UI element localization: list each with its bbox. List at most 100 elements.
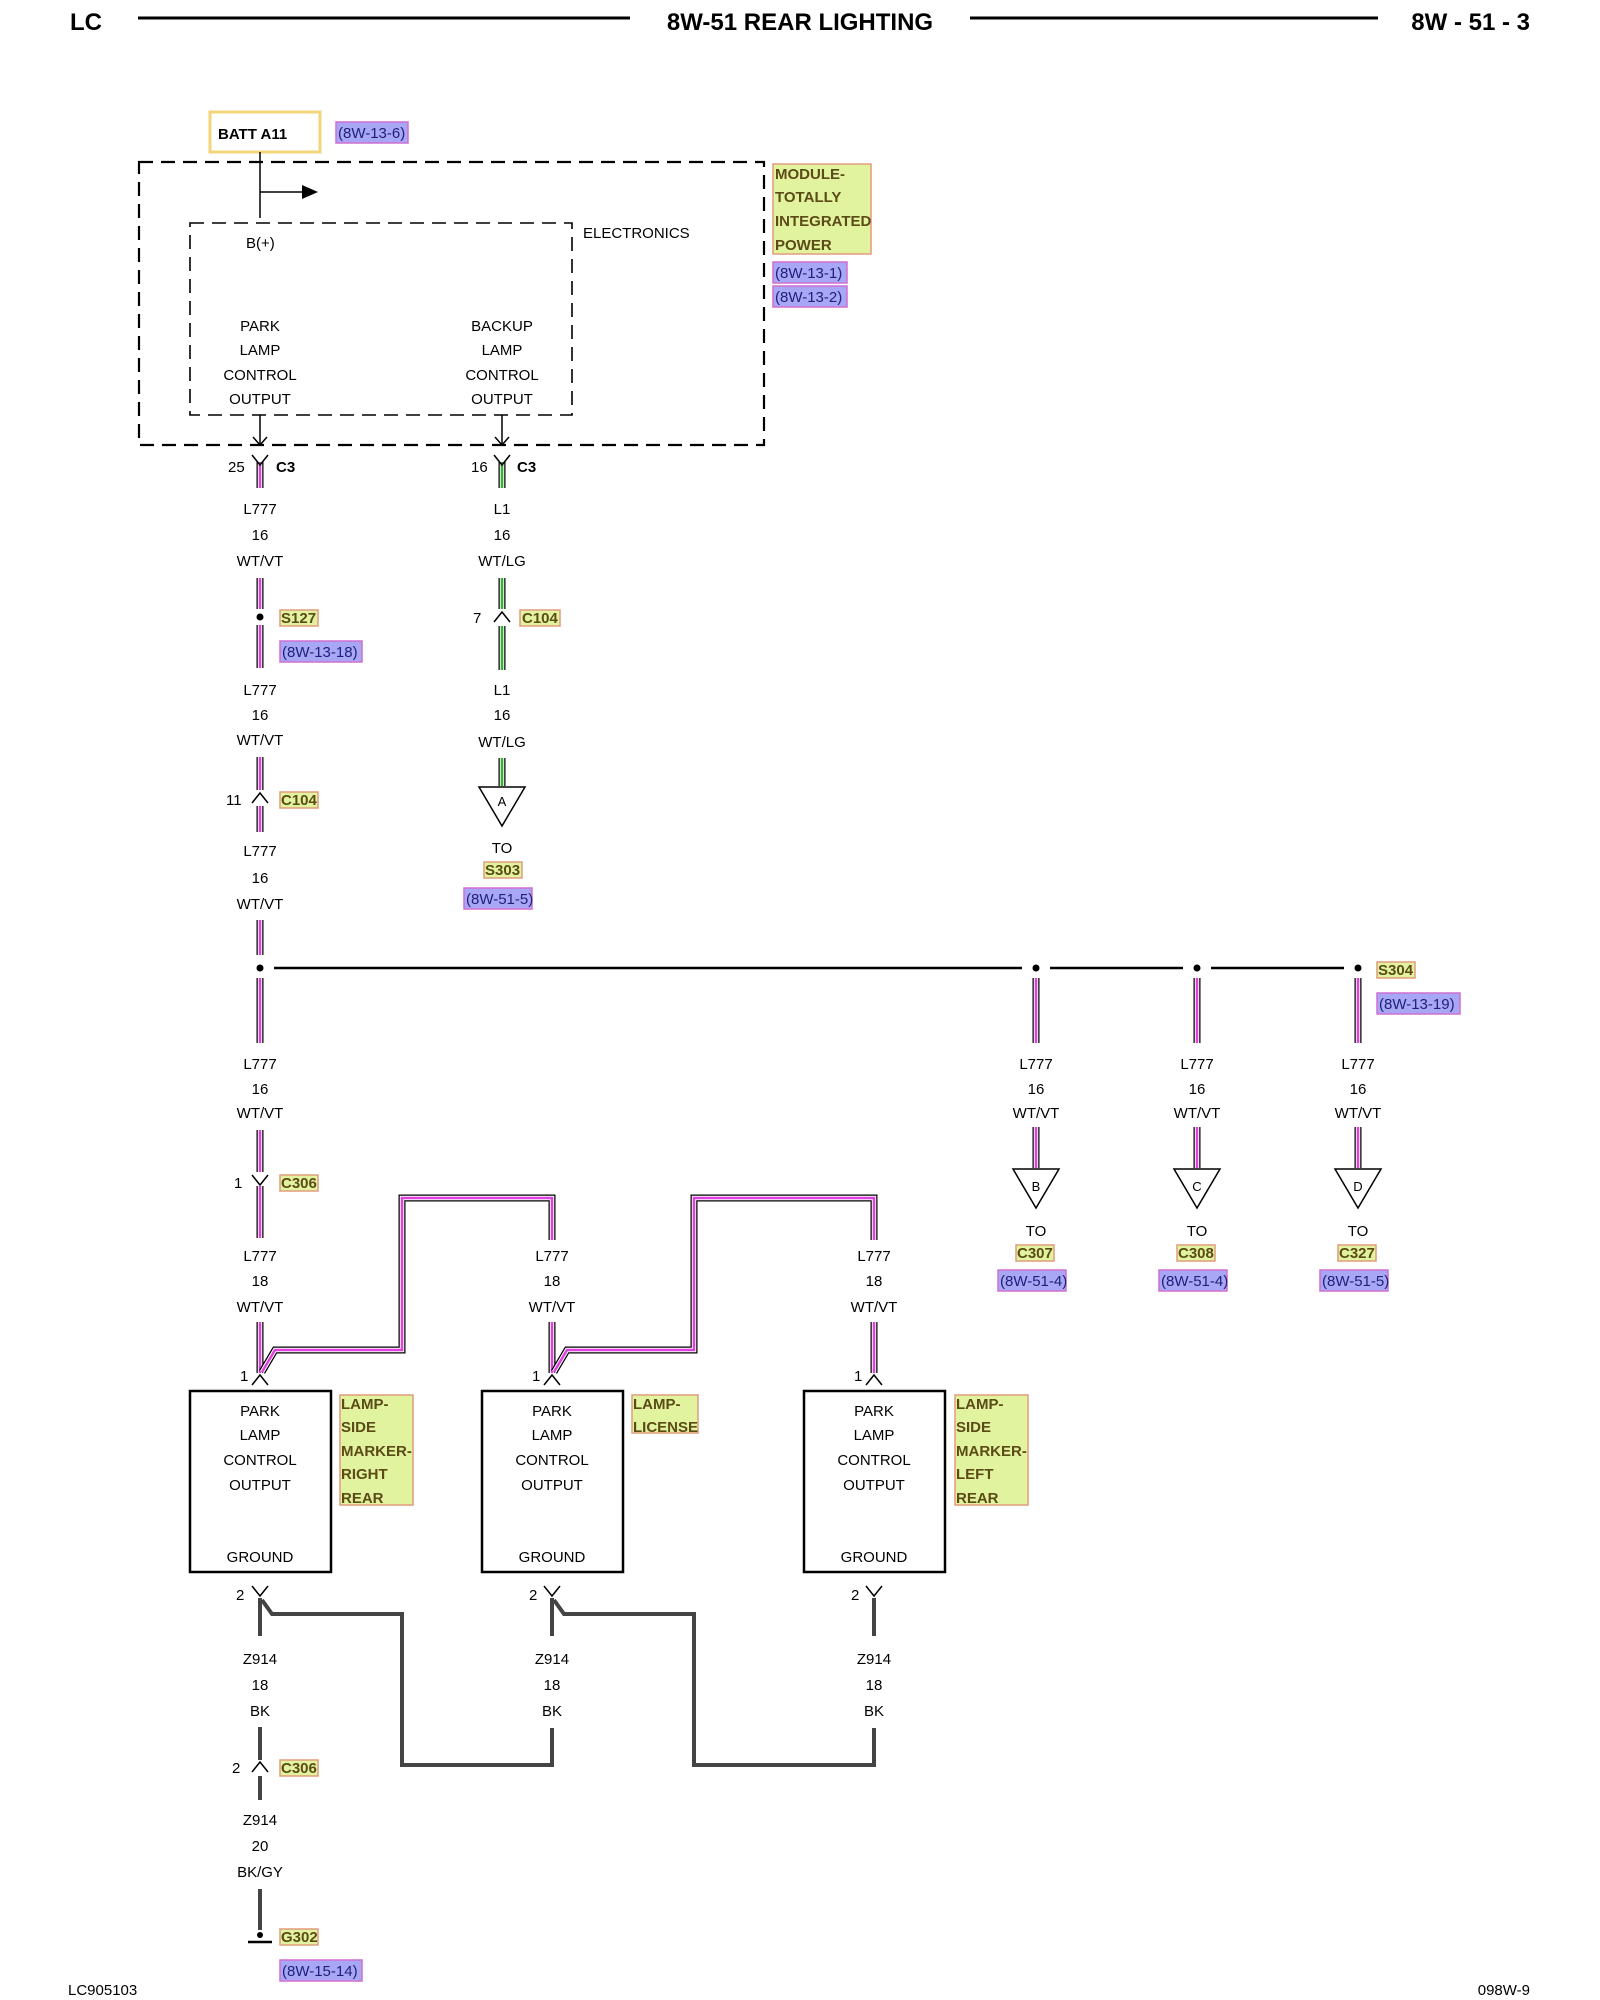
- offpage-c-letter: C: [1192, 1179, 1201, 1194]
- offpage-triangle-icon[interactable]: [1333, 1168, 1383, 1210]
- svg-text:L777: L777: [535, 1248, 568, 1265]
- offpage-c[interactable]: C TO C308 (8W-51-4): [1158, 1168, 1228, 1292]
- offpage-a[interactable]: A TO S303 (8W-51-5): [463, 786, 533, 910]
- svg-text:OUTPUT: OUTPUT: [229, 1477, 291, 1494]
- wire-l777-jumper: [550, 1194, 878, 1374]
- s127-ref-tag[interactable]: [279, 640, 363, 663]
- offpage-d-ref-tag[interactable]: [1319, 1269, 1389, 1292]
- g302-ref[interactable]: (8W-15-14): [282, 1963, 358, 1980]
- module-ref-tag[interactable]: [772, 285, 848, 308]
- offpage-d-dest-tag[interactable]: [1337, 1244, 1377, 1262]
- svg-text:L1: L1: [494, 682, 511, 699]
- offpage-d-dest[interactable]: C327: [1339, 1245, 1375, 1262]
- c306-a-name[interactable]: C306: [281, 1175, 317, 1192]
- lamp-box[interactable]: [802, 1389, 947, 1574]
- offpage-a-ref[interactable]: (8W-51-5): [466, 891, 533, 908]
- svg-text:20: 20: [252, 1838, 269, 1855]
- g302-tag[interactable]: [279, 1928, 319, 1946]
- splice-dot-icon: [1193, 964, 1201, 972]
- s304-name[interactable]: S304: [1378, 962, 1414, 979]
- c104-park-name[interactable]: C104: [281, 792, 318, 809]
- svg-text:L777: L777: [243, 843, 276, 860]
- s304-tag[interactable]: [1376, 961, 1416, 979]
- offpage-b-ref-tag[interactable]: [997, 1269, 1067, 1292]
- c306-a-tag[interactable]: [279, 1174, 319, 1192]
- svg-text:LAMP-: LAMP-: [341, 1396, 389, 1413]
- lamp-license[interactable]: 1 PARK LAMP CONTROL OUTPUT GROUND LAMP- …: [480, 1368, 699, 1604]
- module-ref[interactable]: (8W-13-1): [775, 265, 842, 282]
- svg-text:16: 16: [1028, 1081, 1045, 1098]
- svg-text:MARKER-: MARKER-: [341, 1443, 412, 1460]
- lamp-name-tag[interactable]: [339, 1394, 414, 1506]
- splice-dot-icon: [1032, 964, 1040, 972]
- wire-l777-jumper-stroke: [550, 1194, 878, 1374]
- module-name-line: MODULE-: [775, 166, 845, 183]
- connector-icon: [543, 1585, 561, 1598]
- offpage-triangle-icon[interactable]: [1172, 1168, 1222, 1210]
- offpage-triangle-icon[interactable]: [477, 786, 527, 828]
- wire-l777-jumper-stroke: [258, 1194, 556, 1374]
- svg-text:16: 16: [494, 527, 511, 544]
- batt-ref[interactable]: (8W-13-6): [338, 125, 405, 142]
- module-name-line: INTEGRATED: [775, 213, 872, 230]
- svg-text:WT/VT: WT/VT: [237, 1105, 284, 1122]
- c104-backup-connector: 7 C104: [473, 609, 561, 627]
- offpage-triangle-icon[interactable]: [1011, 1168, 1061, 1210]
- svg-text:OUTPUT: OUTPUT: [471, 391, 533, 408]
- wire-label-branch-c: L777 16 WT/VT: [1174, 1056, 1221, 1122]
- c104-backup-name[interactable]: C104: [522, 610, 559, 627]
- svg-text:WT/VT: WT/VT: [851, 1299, 898, 1316]
- connector-icon: [865, 1585, 883, 1598]
- connector-icon: [251, 1174, 269, 1187]
- module-name-tag[interactable]: [772, 163, 872, 255]
- g302-name[interactable]: G302: [281, 1929, 318, 1946]
- g302-ref-tag[interactable]: [279, 1959, 363, 1982]
- svg-text:LAMP: LAMP: [240, 342, 281, 359]
- batt-label: BATT A11: [218, 126, 287, 143]
- offpage-d[interactable]: D TO C327 (8W-51-5): [1319, 1168, 1389, 1292]
- batt-ref-tag[interactable]: [335, 121, 409, 144]
- offpage-c-dest[interactable]: C308: [1178, 1245, 1214, 1262]
- s304-ref[interactable]: (8W-13-19): [1379, 996, 1455, 1013]
- lamp-box[interactable]: [480, 1389, 625, 1574]
- svg-text:WT/VT: WT/VT: [237, 553, 284, 570]
- offpage-a-dest[interactable]: S303: [485, 862, 520, 879]
- module-ref[interactable]: (8W-13-2): [775, 289, 842, 306]
- c306-b-tag[interactable]: [279, 1759, 319, 1777]
- offpage-b-ref[interactable]: (8W-51-4): [1000, 1273, 1067, 1290]
- offpage-a-ref-tag[interactable]: [463, 887, 533, 910]
- lamp-name-tag[interactable]: [631, 1394, 699, 1434]
- lamp-name-tag[interactable]: [954, 1394, 1029, 1506]
- feed-arrow-icon: [302, 185, 318, 199]
- module-ref-tag[interactable]: [772, 261, 848, 284]
- wire-label-l1-b: L1 16 WT/LG: [478, 682, 526, 751]
- offpage-b-dest[interactable]: C307: [1017, 1245, 1053, 1262]
- batt-label-box: [208, 110, 322, 154]
- offpage-c-ref-tag[interactable]: [1158, 1269, 1228, 1292]
- lamp-box[interactable]: [188, 1389, 333, 1574]
- s127-name[interactable]: S127: [281, 610, 316, 627]
- connector-icon: [493, 454, 511, 467]
- c3-backup-name: C3: [517, 459, 536, 476]
- svg-text:16: 16: [1350, 1081, 1367, 1098]
- lamp-side-marker-right-rear[interactable]: 1 PARK LAMP CONTROL OUTPUT GROUND LAMP- …: [188, 1368, 414, 1604]
- module-name-line: TOTALLY: [775, 189, 841, 206]
- offpage-b-dest-tag[interactable]: [1015, 1244, 1055, 1262]
- offpage-b[interactable]: B TO C307 (8W-51-4): [997, 1168, 1067, 1292]
- offpage-a-dest-tag[interactable]: [483, 861, 523, 879]
- svg-text:WT/VT: WT/VT: [1335, 1105, 1382, 1122]
- svg-text:CONTROL: CONTROL: [837, 1452, 910, 1469]
- offpage-d-ref[interactable]: (8W-51-5): [1322, 1273, 1389, 1290]
- s127-ref[interactable]: (8W-13-18): [282, 644, 358, 661]
- offpage-c-dest-tag[interactable]: [1176, 1244, 1216, 1262]
- wire-label-l777-18-left: L777 18 WT/VT: [851, 1248, 898, 1316]
- c104-backup-tag[interactable]: [519, 609, 561, 627]
- c306-b-name[interactable]: C306: [281, 1760, 317, 1777]
- wire-layer: [256, 462, 1362, 1930]
- c104-park-tag[interactable]: [279, 791, 319, 809]
- lamp-side-marker-left-rear[interactable]: 1 PARK LAMP CONTROL OUTPUT GROUND LAMP- …: [802, 1368, 1029, 1604]
- s127-tag[interactable]: [279, 609, 319, 627]
- svg-text:WT/LG: WT/LG: [478, 734, 526, 751]
- s304-ref-tag[interactable]: [1376, 992, 1461, 1015]
- offpage-c-ref[interactable]: (8W-51-4): [1161, 1273, 1228, 1290]
